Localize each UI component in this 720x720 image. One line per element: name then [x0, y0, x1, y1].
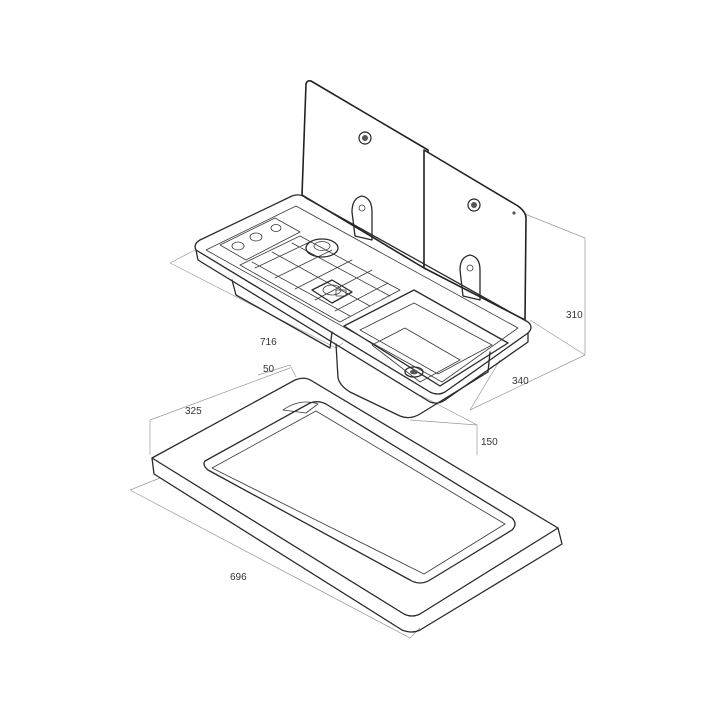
hinge-right-pin-icon	[466, 264, 474, 272]
template-cutout-inner	[203, 401, 516, 584]
dimension-label-325: 325	[185, 406, 202, 417]
dimension-label-716: 716	[260, 337, 277, 348]
dimension-labels: 716 50 325 310 340 150 696	[185, 310, 583, 583]
sink-bowl-rim	[343, 289, 509, 387]
dimension-label-150: 150	[481, 437, 498, 448]
dimension-label-310: 310	[566, 310, 583, 321]
lid-panel-left	[301, 80, 429, 269]
lid-corner-dot	[512, 211, 516, 215]
lid-hinges	[351, 195, 481, 301]
cutout-template	[151, 377, 563, 633]
template-top-outer	[151, 377, 559, 617]
dimension-line-325	[149, 367, 291, 455]
hinge-left-pin-icon	[358, 204, 366, 212]
sink-hob-unit	[194, 194, 532, 419]
dimension-lines	[129, 211, 586, 639]
sink-bowl-floor	[371, 327, 461, 383]
dimension-label-340: 340	[512, 376, 529, 387]
burner-rear-cap-icon	[313, 241, 331, 251]
control-knob-icon-1	[231, 241, 245, 251]
pan-support-grid	[239, 235, 401, 323]
control-panel	[219, 217, 301, 261]
lid-hole-right-inner	[471, 202, 477, 208]
top-plate-outer	[194, 194, 532, 395]
burner-front-icon	[311, 279, 353, 304]
sink-bowl-inner	[359, 302, 493, 375]
template-rear-notch	[282, 401, 319, 414]
hinge-right	[459, 254, 481, 301]
dimension-line-50	[257, 364, 297, 378]
drain-hole-icon	[410, 369, 418, 375]
dimension-line-310	[519, 211, 586, 356]
grid-clip-icon	[335, 289, 347, 297]
lid-panel-right	[423, 149, 527, 321]
drain-icon	[404, 366, 424, 378]
glass-lid	[301, 80, 527, 321]
dimension-line-696	[129, 477, 421, 639]
sink-bowl-body	[335, 343, 491, 419]
dimension-line-340	[469, 354, 586, 411]
dimension-label-696: 696	[230, 572, 247, 583]
burner-rear-icon	[305, 238, 339, 258]
dimension-line-716	[169, 249, 344, 349]
hinge-left	[351, 195, 373, 241]
hob-underbody	[231, 279, 333, 349]
dimension-label-50: 50	[263, 364, 275, 375]
control-knob-icon-2	[249, 232, 263, 242]
control-knob-icon-3	[270, 224, 282, 232]
template-front-edge	[151, 457, 563, 633]
lid-hole-left-inner	[362, 135, 368, 141]
dimension-line-150	[409, 394, 478, 455]
template-cutout-wall	[211, 410, 506, 575]
